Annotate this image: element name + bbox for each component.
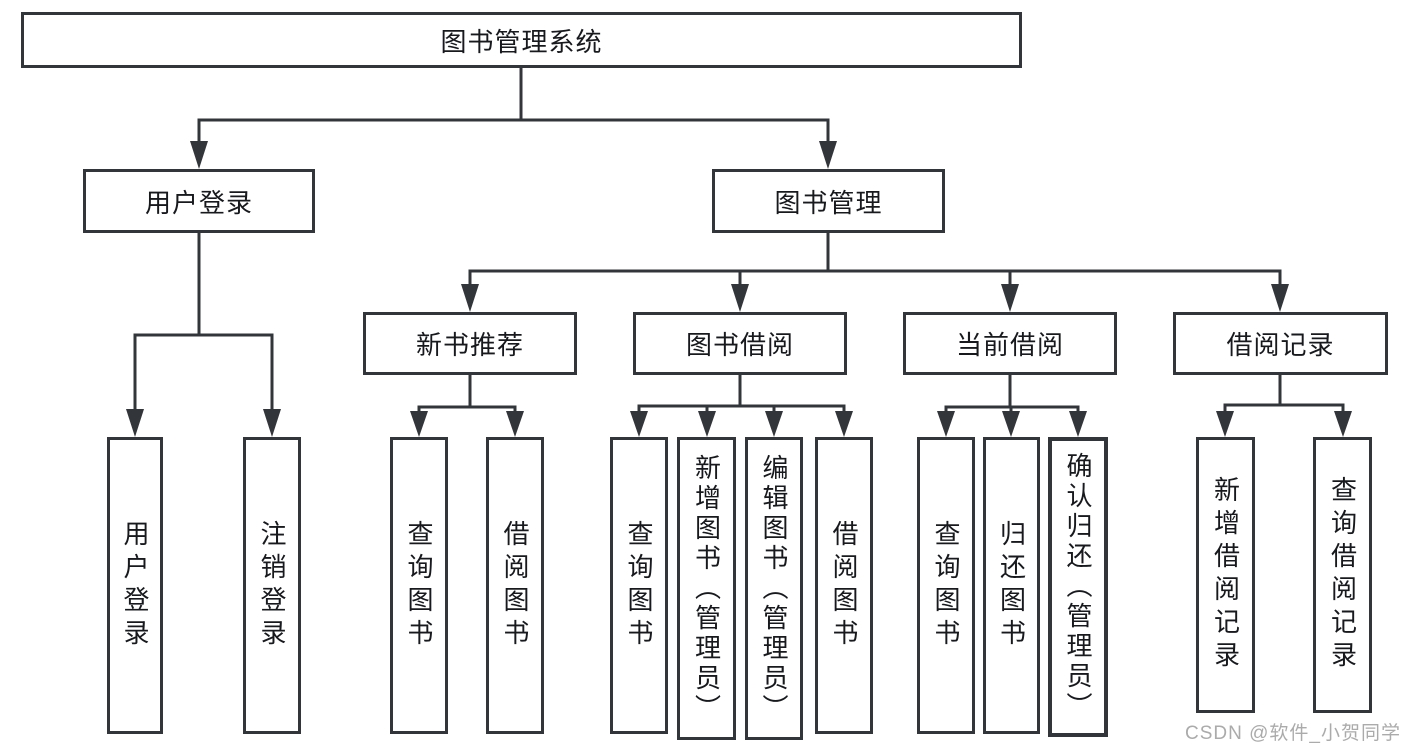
- leaf-confirm-return-admin-label: 确认归还（管理员）: [1063, 452, 1093, 722]
- connector-user-login-children: [126, 231, 281, 437]
- leaf-add-book-admin: 新增图书（管理员）: [677, 437, 736, 740]
- leaf-query-borrow-record-label: 查询借阅记录: [1327, 476, 1358, 674]
- leaf-query-borrow-record: 查询借阅记录: [1313, 437, 1372, 713]
- node-library-system: 图书管理系统: [21, 12, 1022, 68]
- leaf-add-borrow-record: 新增借阅记录: [1196, 437, 1255, 713]
- leaf-edit-book-admin: 编辑图书（管理员）: [745, 437, 803, 740]
- leaf-add-borrow-record-label: 新增借阅记录: [1210, 476, 1241, 674]
- leaf-logout: 注销登录: [243, 437, 301, 734]
- node-new-book-recommendation: 新书推荐: [363, 312, 577, 375]
- leaf-logout-label: 注销登录: [257, 519, 287, 652]
- leaf-user-login: 用户登录: [107, 437, 163, 734]
- node-book-borrowing-label: 图书借阅: [685, 330, 794, 360]
- leaf-query-books-current: 查询图书: [917, 437, 975, 734]
- connector-borrow-records-children: [1216, 373, 1352, 437]
- leaf-confirm-return-admin: 确认归还（管理员）: [1048, 437, 1108, 737]
- leaf-edit-book-admin-label: 编辑图书（管理员）: [759, 453, 789, 724]
- connector-book-management-children: [461, 231, 1289, 312]
- node-book-borrowing: 图书借阅: [633, 312, 847, 375]
- node-book-management: 图书管理: [712, 169, 945, 233]
- leaf-query-books-recommend-label: 查询图书: [404, 519, 434, 652]
- leaf-borrow-books-recommend: 借阅图书: [486, 437, 544, 734]
- node-current-borrowing-label: 当前借阅: [955, 330, 1064, 360]
- leaf-query-books-current-label: 查询图书: [931, 519, 961, 652]
- leaf-query-books-borrow: 查询图书: [610, 437, 668, 734]
- leaf-borrow-books-borrow-label: 借阅图书: [829, 519, 859, 652]
- leaf-query-books-borrow-label: 查询图书: [624, 519, 654, 652]
- connector-book-borrow-children: [630, 373, 853, 437]
- connector-new-book-children: [410, 373, 524, 437]
- leaf-borrow-books-borrow: 借阅图书: [815, 437, 873, 734]
- node-borrowing-records: 借阅记录: [1173, 312, 1388, 375]
- node-user-login: 用户登录: [83, 169, 315, 233]
- watermark-text: CSDN @软件_小贺同学: [1185, 723, 1401, 744]
- leaf-return-book-label: 归还图书: [996, 519, 1027, 652]
- leaf-user-login-label: 用户登录: [120, 519, 150, 652]
- node-user-login-label: 用户登录: [144, 187, 253, 218]
- node-borrowing-records-label: 借阅记录: [1226, 330, 1335, 360]
- connector-root-to-level2: [190, 66, 837, 169]
- leaf-borrow-books-recommend-label: 借阅图书: [500, 519, 530, 652]
- leaf-query-books-recommend: 查询图书: [390, 437, 448, 734]
- leaf-add-book-admin-label: 新增图书（管理员）: [691, 453, 722, 724]
- node-new-book-recommendation-label: 新书推荐: [415, 330, 524, 360]
- leaf-return-book: 归还图书: [983, 437, 1040, 734]
- node-library-system-label: 图书管理系统: [440, 26, 603, 57]
- node-book-management-label: 图书管理: [774, 187, 883, 218]
- node-current-borrowing: 当前借阅: [903, 312, 1117, 375]
- connector-current-borrow-children: [937, 373, 1087, 437]
